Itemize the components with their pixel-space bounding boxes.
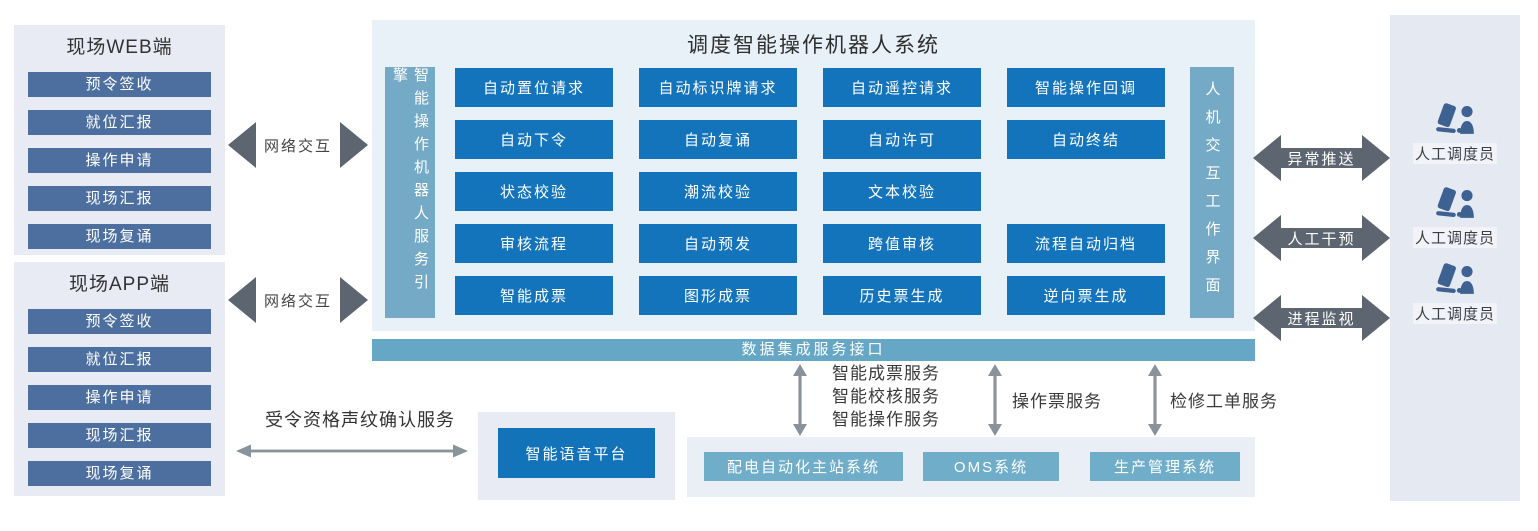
external-systems-panel: 配电自动化主站系统 OMS系统 生产管理系统: [687, 437, 1255, 497]
operator-at-computer-icon: [1436, 263, 1474, 294]
grid-box-status-check: 状态校验: [455, 172, 613, 211]
service-arrow-2: [987, 364, 1003, 436]
vertical-double-arrow-icon: [988, 364, 1002, 436]
operator-block: 人工调度员: [1390, 263, 1520, 324]
web-item-operation-apply: 操作申请: [28, 148, 211, 173]
app-item-site-repeat: 现场复诵: [28, 461, 211, 486]
operator-block: 人工调度员: [1390, 103, 1520, 164]
grid-box-auto-order: 自动下令: [455, 120, 613, 159]
service-arrow-1: [792, 364, 808, 436]
web-item-site-repeat: 现场复诵: [28, 224, 211, 249]
arrow-manual-intervention: 人工干预: [1253, 213, 1390, 263]
system-box-oms: OMS系统: [923, 452, 1059, 481]
grid-box-auto-set-request: 自动置位请求: [455, 68, 613, 107]
service-label-smart-operation: 智能操作服务: [832, 410, 940, 429]
grid-box-powerflow-check: 潮流校验: [639, 172, 797, 211]
grid-box-reverse-ticket: 逆向票生成: [1007, 276, 1165, 315]
grid-box-graphic-ticket: 图形成票: [639, 276, 797, 315]
network-arrow-label: 网络交互: [255, 288, 340, 312]
engine-bar: 智能操作机器人服务引擎: [385, 67, 435, 318]
web-item-inplace-report: 就位汇报: [28, 110, 211, 135]
dispatcher-panel: 人工调度员 人工调度员: [1390, 15, 1520, 501]
app-panel-title: 现场APP端: [68, 274, 171, 295]
voice-platform-panel: 智能语音平台: [478, 412, 675, 500]
grid-box-auto-permit: 自动许可: [823, 120, 981, 159]
service-label-smart-ticket: 智能成票服务: [832, 364, 940, 383]
operator-block: 人工调度员: [1390, 187, 1520, 248]
system-box-production-management: 生产管理系统: [1090, 452, 1240, 481]
system-title: 调度智能操作机器人系统: [687, 34, 940, 57]
web-item-site-report: 现场汇报: [28, 186, 211, 211]
network-arrow-app: 网络交互: [228, 275, 368, 325]
grid-box-smart-operation-callback: 智能操作回调: [1007, 68, 1165, 107]
arrow-process-monitor: 进程监视: [1253, 293, 1390, 343]
service-arrow-3: [1147, 364, 1163, 436]
vertical-double-arrow-icon: [793, 364, 807, 436]
engine-bar-label: 智能操作机器人服务引擎: [391, 67, 429, 297]
system-box-distribution-automation: 配电自动化主站系统: [704, 452, 903, 481]
app-item-operation-apply: 操作申请: [28, 385, 211, 410]
double-arrow-icon: [1253, 295, 1390, 341]
voice-platform-box: 智能语音平台: [498, 428, 655, 478]
arrow-label: 进程监视: [1287, 310, 1356, 328]
operator-label: 人工调度员: [1412, 227, 1497, 248]
service-label-maintenance-order: 检修工单服务: [1170, 392, 1278, 411]
grid-box-auto-terminate: 自动终结: [1007, 120, 1165, 159]
service-label-smart-check: 智能校核服务: [832, 387, 940, 406]
network-arrow-label: 网络交互: [255, 133, 340, 157]
app-item-site-report: 现场汇报: [28, 423, 211, 448]
web-panel: 现场WEB端 预令签收 就位汇报 操作申请 现场汇报 现场复诵: [14, 25, 225, 255]
hmi-bar: 人机交互工作界面: [1190, 67, 1234, 318]
grid-box-cross-shift-review: 跨值审核: [823, 224, 981, 263]
arrow-exception-push: 异常推送: [1253, 133, 1390, 183]
web-item-preorder-sign: 预令签收: [28, 72, 211, 97]
vertical-double-arrow-icon: [1148, 364, 1162, 436]
voiceprint-service-label: 受令资格声纹确认服务: [265, 410, 455, 430]
operator-at-computer-icon: [1436, 187, 1474, 218]
app-item-inplace-report: 就位汇报: [28, 347, 211, 372]
network-arrow-web: 网络交互: [228, 120, 368, 170]
arrow-label: 人工干预: [1287, 230, 1356, 248]
app-item-preorder-sign: 预令签收: [28, 309, 211, 334]
hmi-bar-label: 人机交互工作界面: [1203, 80, 1221, 305]
grid-box-auto-archive: 流程自动归档: [1007, 224, 1165, 263]
grid-box-auto-repeat: 自动复诵: [639, 120, 797, 159]
operator-label: 人工调度员: [1412, 143, 1497, 164]
service-label-operation-ticket: 操作票服务: [1012, 392, 1102, 411]
grid-box-auto-predispatch: 自动预发: [639, 224, 797, 263]
thin-double-arrow-icon: [236, 444, 468, 458]
grid-box-history-ticket: 历史票生成: [823, 276, 981, 315]
app-panel: 现场APP端 预令签收 就位汇报 操作申请 现场汇报 现场复诵: [14, 262, 225, 496]
data-integration-bar: 数据集成服务接口: [372, 339, 1255, 361]
operator-at-computer-icon: [1436, 103, 1474, 134]
grid-box-auto-tag-request: 自动标识牌请求: [639, 68, 797, 107]
double-arrow-icon: [1253, 215, 1390, 261]
operator-label: 人工调度员: [1412, 303, 1497, 324]
double-arrow-icon: [1253, 135, 1390, 181]
grid-box-auto-remote-request: 自动遥控请求: [823, 68, 981, 107]
robot-system-panel: 调度智能操作机器人系统 智能操作机器人服务引擎 人机交互工作界面 自动置位请求 …: [372, 20, 1255, 331]
grid-box-text-check: 文本校验: [823, 172, 981, 211]
voiceprint-arrow: [236, 444, 468, 458]
grid-box-smart-ticket: 智能成票: [455, 276, 613, 315]
service-label-group: 智能成票服务 智能校核服务 智能操作服务: [832, 362, 940, 431]
web-panel-title: 现场WEB端: [66, 37, 173, 58]
arrow-label: 异常推送: [1287, 150, 1356, 168]
grid-box-review-flow: 审核流程: [455, 224, 613, 263]
